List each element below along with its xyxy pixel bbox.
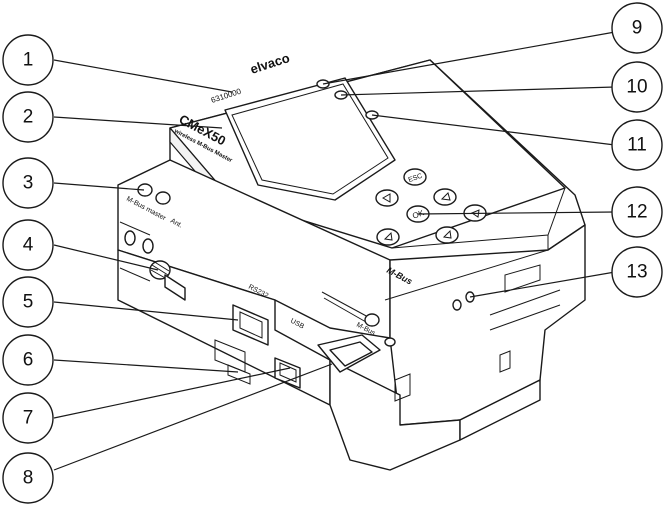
leader-8 (53, 363, 333, 471)
callout-10: 10 (611, 61, 663, 113)
esc-key-label: ESC (408, 173, 424, 185)
leader-7 (53, 367, 291, 419)
ant-led (155, 191, 171, 205)
callout-2-number: 2 (23, 107, 34, 128)
callout-10-number: 10 (626, 77, 647, 98)
antenna-connector (149, 260, 186, 301)
callout-4: 4 (2, 219, 54, 271)
callout-11-number: 11 (627, 135, 647, 156)
leader-9 (322, 31, 616, 85)
leader-10 (340, 86, 616, 96)
callout-8-number: 8 (23, 468, 34, 489)
leader-13 (469, 271, 616, 298)
side-holes (452, 291, 475, 311)
callout-8: 8 (2, 452, 54, 504)
callout-9-number: 9 (632, 18, 643, 39)
callout-7: 7 (2, 392, 54, 444)
rs232-port (232, 304, 269, 346)
left-hole-1 (124, 230, 136, 246)
callout-6-number: 6 (23, 350, 34, 371)
leader-2 (53, 116, 223, 129)
leader-1 (53, 59, 233, 93)
down-left-key (376, 228, 400, 246)
leader-6 (53, 359, 239, 373)
callout-1: 1 (2, 34, 54, 86)
callout-9: 9 (611, 2, 663, 54)
dip-switch (321, 291, 396, 347)
callout-4-number: 4 (23, 235, 34, 256)
brand-label: elvaco (248, 50, 291, 77)
callout-13-number: 13 (626, 262, 647, 283)
leader-12 (417, 211, 616, 215)
left-hole-2 (142, 238, 154, 254)
down-key (435, 226, 459, 244)
mbus-port (317, 334, 381, 373)
leader-lines (53, 31, 616, 471)
leader-5 (53, 301, 239, 321)
callout-3: 3 (2, 157, 54, 209)
callout-2: 2 (2, 91, 54, 143)
callout-3-number: 3 (23, 173, 34, 194)
callout-6: 6 (2, 334, 54, 386)
up-key (433, 188, 457, 206)
callout-5-number: 5 (23, 292, 34, 313)
usb-port (274, 357, 301, 389)
callout-1-number: 1 (23, 50, 34, 71)
callout-7-number: 7 (23, 408, 34, 429)
leader-3 (53, 182, 145, 191)
left-key (375, 189, 399, 207)
callout-12-number: 12 (626, 202, 647, 223)
callout-11: 11 (611, 119, 663, 171)
esc-key (403, 168, 427, 186)
side-hole-b (452, 299, 462, 311)
callout-13: 13 (611, 246, 663, 298)
leader-11 (371, 114, 616, 146)
usb-port-label: USB (289, 318, 305, 331)
callout-5: 5 (2, 276, 54, 328)
callout-12: 12 (611, 186, 663, 238)
leader-4 (53, 244, 159, 271)
